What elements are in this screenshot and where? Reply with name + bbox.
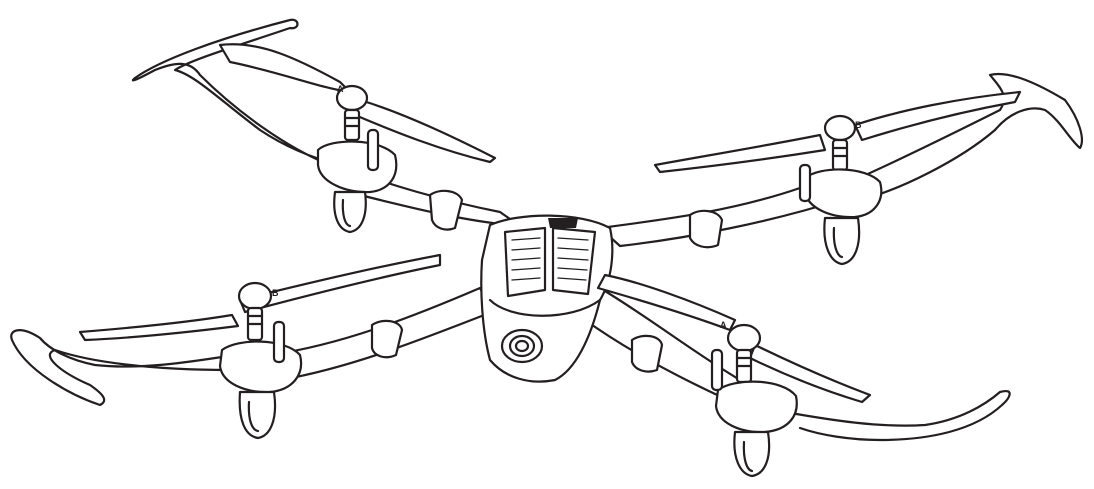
- blade-label-rear-left: A: [337, 84, 344, 94]
- blade-label-front-left: B: [272, 288, 279, 298]
- arm-lock-front-right: [630, 334, 664, 373]
- blade-label-rear-right: B: [855, 120, 862, 130]
- vent-grille: [548, 218, 578, 228]
- motor-front-left: B: [10, 253, 442, 440]
- motor-rear-left: A: [131, 18, 497, 234]
- arm-lock-rear-left: [428, 189, 464, 231]
- motor-rear-right: B: [653, 72, 1083, 266]
- arm-lock-rear-right: [688, 209, 724, 249]
- blade-label-front-right: A: [720, 320, 727, 330]
- arm-lock-tabs: [370, 189, 724, 373]
- arm-lock-front-left: [370, 319, 404, 359]
- drone-body: [480, 214, 614, 383]
- camera-lens: [500, 328, 544, 364]
- motor-front-right: A: [596, 273, 1011, 478]
- battery-slot-ribs: [511, 237, 589, 281]
